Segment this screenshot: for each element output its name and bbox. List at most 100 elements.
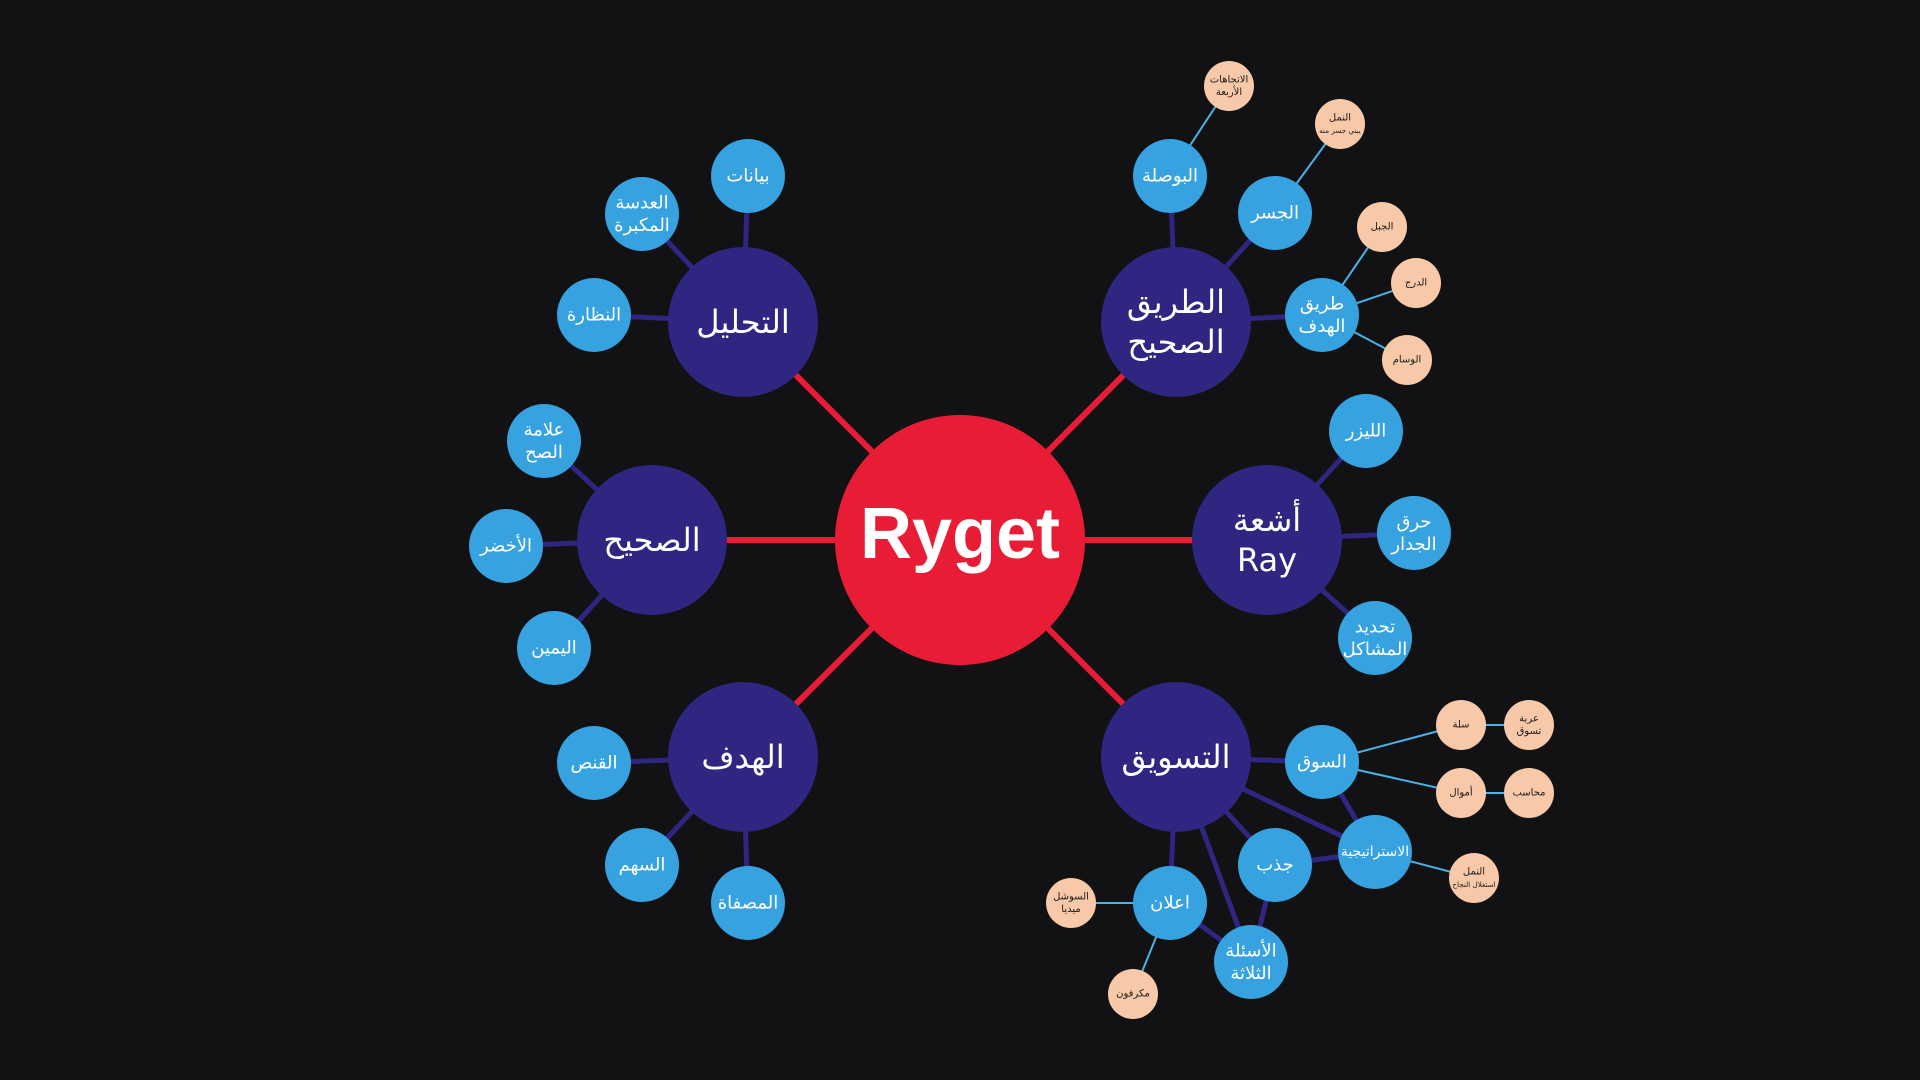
sub-node-checkmark-circle (507, 404, 581, 478)
leaf-node-basket[interactable]: سلة (1436, 700, 1486, 750)
sub-node-arrow[interactable]: السهم (605, 828, 679, 902)
sub-node-compass[interactable]: البوصلة (1133, 139, 1207, 213)
sub-node-slingshot[interactable]: المصفاة (711, 866, 785, 940)
center-node-label: Ryget (860, 494, 1060, 574)
main-node-right-path-circle (1101, 247, 1251, 397)
sub-node-strategy[interactable]: الاستراتيجية (1338, 815, 1412, 889)
sub-node-glasses-circle (557, 278, 631, 352)
sub-node-data[interactable]: بيانات (711, 139, 785, 213)
leaf-node-mountain[interactable]: الجبل (1357, 202, 1407, 252)
sub-node-attract[interactable]: جذب (1238, 828, 1312, 902)
sub-node-problems-circle (1338, 601, 1412, 675)
sub-node-green-label: الأخضر (479, 535, 532, 557)
leaf-node-shopping-cart-label: تسوق (1517, 726, 1542, 737)
sub-node-wall-burn-circle (1377, 496, 1451, 570)
sub-node-data-circle (711, 139, 785, 213)
main-node-correct[interactable]: الصحيح (577, 465, 727, 615)
sub-node-glasses[interactable]: النظارة (557, 278, 631, 352)
sub-node-market[interactable]: السوق (1285, 725, 1359, 799)
sub-node-market-circle (1285, 725, 1359, 799)
sub-node-magnifier-circle (605, 177, 679, 251)
sub-node-green-circle (469, 509, 543, 583)
sub-node-goal-path-label: الهدف (1299, 316, 1346, 337)
main-node-target[interactable]: الهدف (668, 682, 818, 832)
leaf-node-money-circle (1436, 768, 1486, 818)
sub-node-sniping-circle (557, 726, 631, 800)
main-node-marketing-circle (1101, 682, 1251, 832)
sub-node-green[interactable]: الأخضر (469, 509, 543, 583)
leaf-node-accountant-circle (1504, 768, 1554, 818)
main-node-analysis-circle (668, 247, 818, 397)
leaf-node-mountain-label: الجبل (1371, 222, 1394, 233)
sub-node-slingshot-label: المصفاة (718, 893, 779, 914)
main-node-right-path-label: الصحيح (1127, 323, 1224, 361)
sub-node-slingshot-circle (711, 866, 785, 940)
center-node[interactable]: Ryget (835, 415, 1085, 665)
leaf-node-four-directions-label: الاتجاهات (1210, 74, 1249, 85)
leaf-node-microphone-circle (1108, 969, 1158, 1019)
leaf-node-medal-circle (1382, 335, 1432, 385)
main-node-correct-label: الصحيح (603, 521, 700, 559)
leaf-node-stairs[interactable]: الدرج (1391, 258, 1441, 308)
sub-node-checkmark-label: علامة (524, 419, 565, 440)
main-node-right-path-label: الطريق (1127, 283, 1225, 321)
leaf-node-ant-success[interactable]: النمل استغلال النجاح (1449, 853, 1499, 903)
sub-node-sniping[interactable]: القنص (557, 726, 631, 800)
sub-node-bridge-label: الجسر (1250, 203, 1299, 224)
leaf-node-shopping-cart[interactable]: عربة تسوق (1504, 700, 1554, 750)
sub-node-bridge[interactable]: الجسر (1238, 176, 1312, 250)
leaf-node-shopping-cart-circle (1504, 700, 1554, 750)
sub-node-goal-path-label: طريق (1300, 293, 1344, 314)
sub-node-problems-label: تحديد (1355, 616, 1396, 637)
sub-node-checkmark-label: الصح (525, 442, 563, 463)
leaf-node-ant-success-label: النمل (1463, 866, 1485, 877)
leaf-node-basket-label: سلة (1452, 720, 1469, 731)
sub-node-right[interactable]: اليمين (517, 611, 591, 685)
leaf-node-four-directions-circle (1204, 61, 1254, 111)
main-node-marketing[interactable]: التسويق (1101, 682, 1251, 832)
sub-node-strategy-circle (1338, 815, 1412, 889)
main-node-target-label: الهدف (701, 738, 784, 776)
sub-node-wall-burn-label: حرق (1396, 511, 1431, 532)
leaf-node-mountain-circle (1357, 202, 1407, 252)
main-node-ray-circle (1192, 465, 1342, 615)
leaf-node-shopping-cart-label: عربة (1519, 713, 1539, 724)
leaf-node-money[interactable]: أموال (1436, 768, 1486, 818)
leaf-node-ant-success-label: استغلال النجاح (1452, 880, 1495, 889)
sub-node-data-label: بيانات (726, 166, 769, 187)
leaf-node-accountant[interactable]: محاسب (1504, 768, 1554, 818)
leaf-node-ant-bridge-circle (1315, 99, 1365, 149)
sub-node-problems-label: المشاكل (1343, 639, 1408, 660)
leaf-node-medal[interactable]: الوسام (1382, 335, 1432, 385)
center-node-circle (835, 415, 1085, 665)
sub-node-ads[interactable]: اعلان (1133, 866, 1207, 940)
leaf-node-social-label: ميديا (1061, 904, 1080, 915)
sub-node-ads-circle (1133, 866, 1207, 940)
sub-node-compass-label: البوصلة (1142, 166, 1198, 187)
main-node-analysis[interactable]: التحليل (668, 247, 818, 397)
sub-node-three-questions-circle (1214, 925, 1288, 999)
sub-node-goal-path-circle (1285, 278, 1359, 352)
leaf-node-basket-circle (1436, 700, 1486, 750)
sub-node-laser[interactable]: الليزر (1329, 394, 1403, 468)
leaf-node-ant-bridge-label: يبني جسر منه (1319, 126, 1361, 135)
leaf-node-social-circle (1046, 878, 1096, 928)
leaf-node-microphone-label: مكرفون (1116, 989, 1150, 1000)
leaf-node-microphone[interactable]: مكرفون (1108, 969, 1158, 1019)
sub-node-attract-label: جذب (1256, 855, 1294, 876)
main-node-ray-label: أشعة (1233, 499, 1301, 539)
sub-node-three-questions-label: الثلاثة (1230, 963, 1271, 984)
